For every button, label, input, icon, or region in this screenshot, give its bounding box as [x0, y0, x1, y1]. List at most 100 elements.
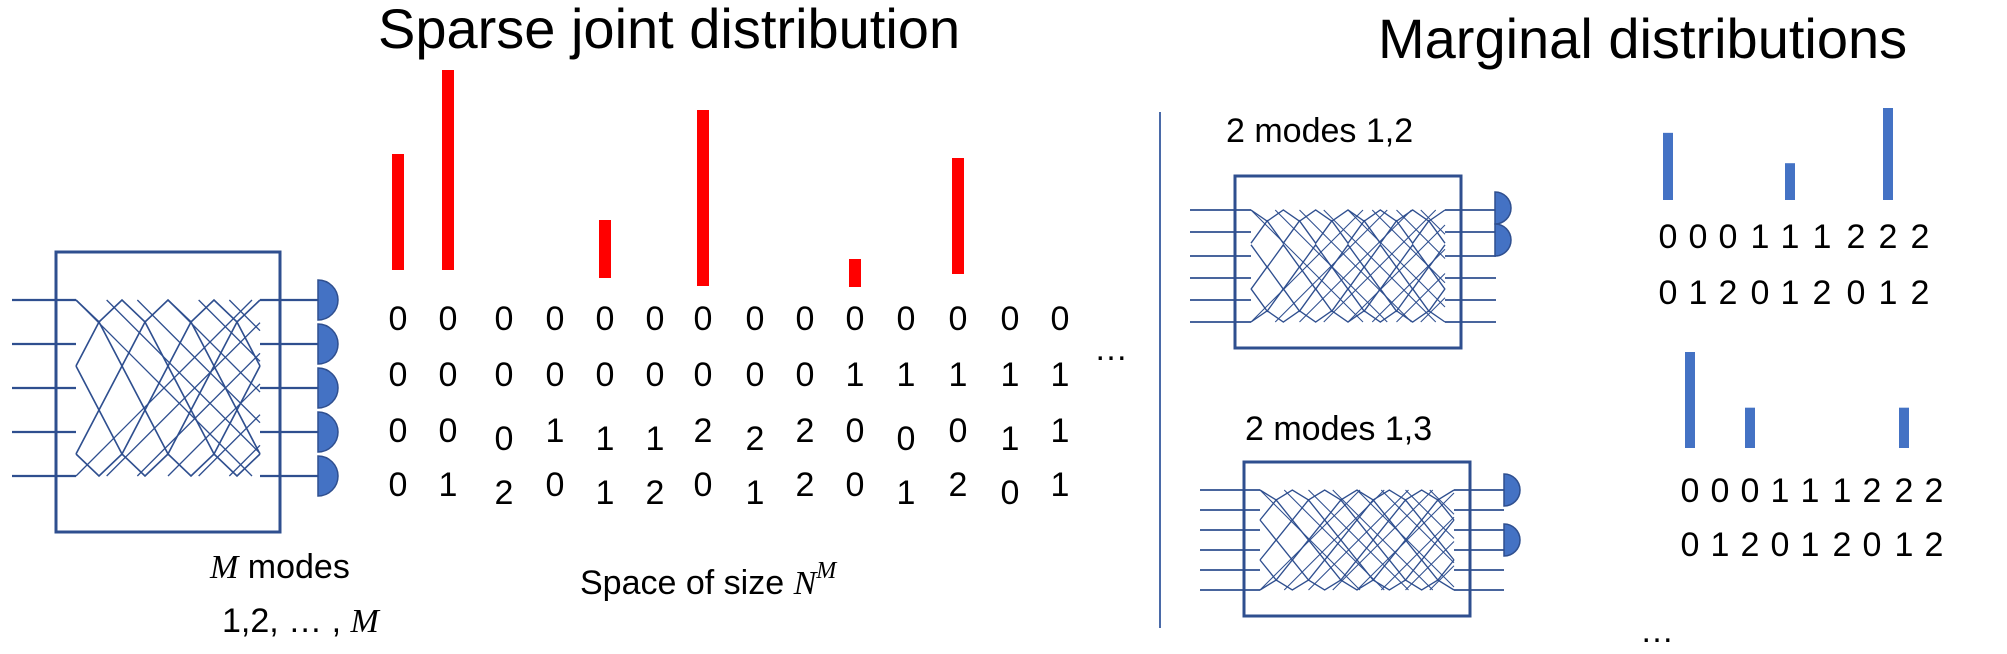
main-interferometer-diagram — [12, 250, 339, 534]
joint-outcome-digit: 2 — [796, 466, 815, 504]
joint-outcome-digit: 0 — [389, 466, 408, 504]
marginal-outcome-digit: 0 — [1847, 274, 1866, 312]
joint-outcome-digit: 1 — [846, 356, 865, 394]
mode-list-text: 1,2, … , — [222, 602, 351, 640]
joint-outcome-digit: 1 — [1001, 356, 1020, 394]
space-size-exponent: M — [815, 558, 838, 584]
joint-outcome-digit: 0 — [796, 356, 815, 394]
mesh-diagonal — [1250, 209, 1364, 323]
mesh-path — [75, 408, 261, 456]
marginal-outcome-digit: 1 — [1813, 218, 1832, 256]
joint-outcome-digit: 0 — [596, 356, 615, 394]
mesh-diagonal — [136, 352, 261, 477]
marginal-outcome-digit: 1 — [1711, 526, 1730, 564]
marginal-outcome-digit: 0 — [1681, 472, 1700, 510]
marginal-outcome-digit: 0 — [1689, 218, 1708, 256]
mesh-path — [75, 364, 261, 412]
joint-probability-bar — [849, 259, 861, 287]
marginal-outcome-digit: 2 — [1847, 218, 1866, 256]
mesh-path — [1250, 287, 1446, 313]
device-box — [1233, 174, 1463, 350]
marginal-outcome-digit: 0 — [1659, 274, 1678, 312]
joint-outcome-digit: 1 — [546, 412, 565, 450]
joint-outcome-digit: 2 — [694, 412, 713, 450]
joint-outcome-digit: 0 — [646, 300, 665, 338]
joint-outcome-digit: 0 — [846, 412, 865, 450]
mesh-diagonal — [1259, 489, 1361, 591]
marginal-probability-bar — [1685, 352, 1695, 448]
mesh-diagonal — [1405, 489, 1455, 539]
joint-outcome-digit: 0 — [1001, 300, 1020, 338]
mesh-diagonal — [1274, 209, 1388, 323]
detector-icon — [317, 367, 339, 409]
detector-icon — [317, 411, 339, 453]
joint-outcome-digit: 0 — [646, 356, 665, 394]
joint-outcome-digit: 1 — [1001, 420, 1020, 458]
marginal-outcome-digit: 2 — [1911, 218, 1930, 256]
mesh-diagonal — [1356, 492, 1455, 591]
mesh-diagonal — [1347, 209, 1446, 308]
joint-outcome-digit: 1 — [596, 420, 615, 458]
joint-outcome-digit: 0 — [746, 300, 765, 338]
joint-outcome-digit: 1 — [897, 356, 916, 394]
joint-outcome-digit: 0 — [846, 300, 865, 338]
joint-outcome-digit: 0 — [694, 466, 713, 504]
mesh-path — [1259, 538, 1455, 562]
joint-outcome-digit: 0 — [694, 300, 713, 338]
joint-outcome-digit: 0 — [596, 300, 615, 338]
joint-outcome-digit: 1 — [897, 474, 916, 512]
marginal-ellipsis: … — [1640, 612, 1674, 650]
mesh-diagonal — [228, 299, 261, 332]
joint-outcome-digit: 2 — [646, 474, 665, 512]
joint-outcome-digit: 1 — [646, 420, 665, 458]
marginal-outcome-digit: 1 — [1801, 526, 1820, 564]
mesh-diagonal — [1332, 489, 1434, 591]
marginal-outcome-digit: 1 — [1879, 274, 1898, 312]
detector-icon — [1503, 473, 1521, 507]
marginal-outcome-digit: 2 — [1925, 526, 1944, 564]
modes-caption-symbol: M — [209, 549, 240, 586]
mesh-diagonal — [1429, 565, 1455, 591]
joint-outcome-digit: 0 — [389, 356, 408, 394]
detector-icon — [317, 455, 339, 497]
joint-outcome-digit: 0 — [846, 466, 865, 504]
marginal-outcome-digit: 0 — [1681, 526, 1700, 564]
modes-caption-word: modes — [238, 548, 350, 586]
marginal-outcome-digit: 1 — [1895, 526, 1914, 564]
mesh-diagonal — [1405, 541, 1455, 591]
joint-outcome-digit: 1 — [1051, 356, 1070, 394]
joint-outcome-digit: 1 — [1051, 466, 1070, 504]
mesh-path — [1250, 219, 1446, 245]
mesh-diagonal — [167, 299, 261, 393]
joint-outcome-digit: 2 — [796, 412, 815, 450]
marginal-outcome-digit: 2 — [1911, 274, 1930, 312]
joint-outcome-digit: 0 — [897, 300, 916, 338]
marginal-outcome-digit: 0 — [1863, 526, 1882, 564]
joint-title: Sparse joint distribution — [378, 0, 960, 60]
joint-ellipsis: … — [1094, 330, 1128, 368]
marginal-panel-1-device — [1190, 174, 1512, 350]
marginal-outcome-digit: 2 — [1833, 526, 1852, 564]
joint-outcome-digit: 0 — [949, 300, 968, 338]
joint-outcome-digit: 1 — [1051, 412, 1070, 450]
marginal-outcome-digit: 2 — [1741, 526, 1760, 564]
mesh-diagonal — [1323, 209, 1437, 323]
marginal-outcome-digit: 0 — [1659, 218, 1678, 256]
mesh-diagonal — [1356, 489, 1455, 588]
joint-outcome-digit: 0 — [546, 466, 565, 504]
joint-probability-bars — [392, 70, 964, 287]
mesh-diagonal — [136, 299, 261, 424]
marginal-outcome-digit: 2 — [1863, 472, 1882, 510]
joint-probability-bar — [392, 154, 404, 270]
joint-outcome-digit: 0 — [439, 300, 458, 338]
joint-outcome-digit: 0 — [796, 300, 815, 338]
mesh-diagonal — [1371, 248, 1446, 323]
mesh-diagonal — [1396, 273, 1446, 323]
mesh-diagonal — [106, 299, 261, 454]
marginal-outcome-digit: 2 — [1895, 472, 1914, 510]
mesh-diagonal — [198, 414, 261, 477]
marginal-probability-bar — [1745, 407, 1755, 448]
marginal-panel-2-label: 2 modes 1,3 — [1245, 410, 1432, 448]
